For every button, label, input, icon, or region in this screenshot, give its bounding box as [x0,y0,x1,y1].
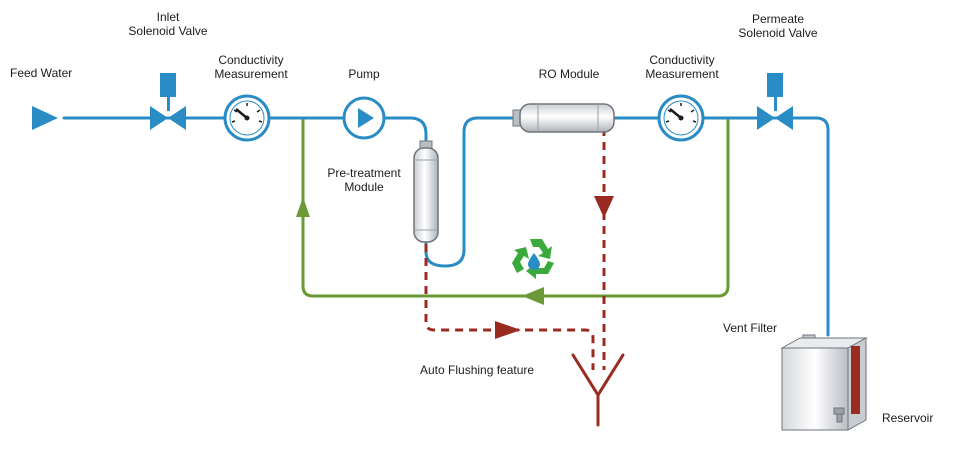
conductivity-gauge-2-icon [657,94,705,142]
drain-icon [571,353,625,427]
pump-label: Pump [348,67,380,81]
feed-water-arrow-icon [32,106,58,130]
water-line [62,116,830,337]
conductivity-gauge-1-icon [223,94,271,142]
auto-flushing-label: Auto Flushing feature [420,363,535,377]
drain-arrow-down [594,196,614,218]
reservoir-icon [780,334,868,431]
permeate-solenoid-valve-icon [757,73,793,130]
reservoir-label: Reservoir [882,411,934,425]
pump-icon [342,96,386,140]
pretreatment-module-icon [413,140,439,243]
permeate-valve-label: Permeate Solenoid Valve [738,12,818,40]
ro-module-icon [512,103,615,133]
conductivity-1-label: Conductivity Measurement [214,53,288,81]
drain-line [424,128,606,370]
inlet-solenoid-valve-icon [150,73,186,130]
pretreatment-label: Pre-treatment Module [327,166,401,194]
vent-filter-label: Vent Filter [723,321,778,335]
recycle-arrow-up [296,197,310,217]
ro-module-label: RO Module [538,67,600,81]
flush-arrow-right [495,321,521,339]
feed-water-label: Feed Water [10,66,73,80]
conductivity-2-label: Conductivity Measurement [645,53,719,81]
recycle-line [301,118,730,298]
recycle-arrow-left [522,287,544,305]
recycle-icon [512,239,554,279]
inlet-valve-label: Inlet Solenoid Valve [128,10,208,38]
